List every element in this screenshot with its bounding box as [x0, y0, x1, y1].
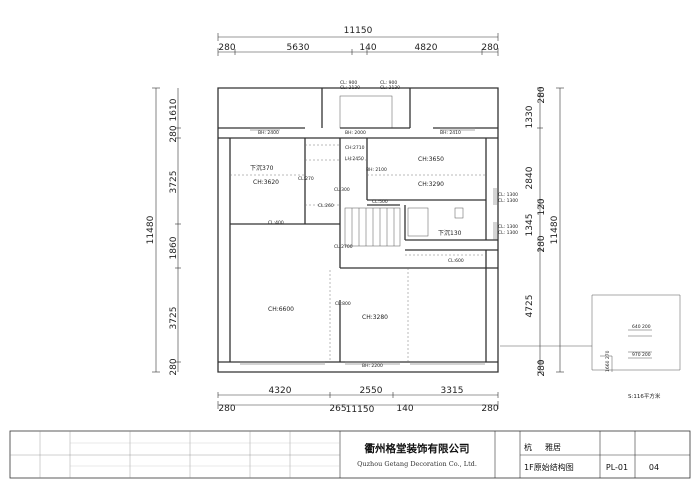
bottom-dimension-chain: 4320 2550 3315 11150 280 265 140 280	[217, 386, 499, 415]
right-dim-3: 2840	[525, 166, 535, 189]
beam-note-m11: CL:800	[335, 301, 351, 307]
beam-note-m8: CL:2700	[334, 244, 353, 250]
room-3-ceiling: CH:3290	[418, 181, 444, 188]
right-dim-7: 4725	[525, 295, 535, 318]
beam-note-m2: LH:2450	[345, 156, 364, 162]
beam-note-m4: CL:270	[298, 176, 314, 182]
beam-note-m1: CH:2710	[345, 145, 365, 151]
bottom-sub-2: 265	[329, 404, 346, 414]
plan-walls	[217, 87, 499, 373]
project-name: 杭	[524, 442, 532, 452]
bottom-dim-1: 4320	[269, 386, 292, 396]
room-1-sunken: 下沉370	[250, 164, 274, 172]
right-dim-5: 1345	[525, 214, 535, 237]
beam-note-r1b: CL: 1300	[498, 198, 518, 204]
title-block: 衢州格堂装饰有限公司 Quzhou Getang Decoration Co.,…	[9, 430, 691, 479]
beam-note-top4b: CL: 2130	[340, 85, 360, 91]
drawing-title: 1F原始结构图	[524, 462, 574, 472]
room-labels: 下沉370 CH:3620 CH:3650 CH:3290 下沉130 CH:6…	[250, 156, 462, 321]
top-dim-5: 280	[481, 43, 498, 53]
beam-note-m3: BH: 2100	[366, 167, 387, 173]
left-dimension-chain: 11480 1610 280 3725 1860 3725 280	[146, 87, 181, 376]
beam-note-m9: CL:400	[268, 220, 284, 226]
room-5-ceiling: CH:6600	[268, 306, 294, 313]
right-dim-6: 280	[537, 235, 547, 252]
left-dim-3: 3725	[169, 171, 179, 194]
company-name-en: Quzhou Getang Decoration Co., Ltd.	[357, 460, 477, 468]
left-dim-6: 280	[169, 358, 179, 375]
left-dim-5: 3725	[169, 307, 179, 330]
detail-w2: 970 200	[632, 352, 651, 358]
right-dim-2: 1330	[525, 105, 535, 128]
beam-note-r2: CL: 1300	[498, 224, 518, 230]
drawing-number: PL-01	[606, 463, 628, 472]
top-dim-2: 5630	[287, 43, 310, 53]
beam-note-bottom: BH: 2200	[362, 363, 383, 369]
bottom-sub-3: 140	[396, 404, 413, 414]
bottom-dim-2: 2550	[360, 386, 383, 396]
project-suffix: 雅居	[545, 442, 561, 452]
detail-v1: 1660 270	[605, 350, 611, 372]
right-dimension-chain: 280 1330 2840 120 1345 280 4725 280 1148…	[525, 86, 564, 377]
room-1-ceiling: CH:3620	[253, 179, 279, 186]
beam-note-m7: CL:500	[372, 199, 388, 205]
beam-note-top5b: CL: 2130	[380, 85, 400, 91]
company-name-cn: 衢州格堂装饰有限公司	[365, 442, 470, 455]
beam-note-top4: CL: 900	[340, 80, 357, 86]
right-dim-4: 120	[537, 198, 547, 215]
top-overall-dim: 11150	[344, 26, 373, 36]
room-6-ceiling: CH:3280	[362, 314, 388, 321]
room-2-ceiling: CH:3650	[418, 156, 444, 163]
area-label: S:116平方米	[628, 392, 661, 400]
beam-note-r2b: CL: 1300	[498, 230, 518, 236]
bottom-overall-dim: 11150	[346, 405, 375, 415]
bottom-dim-3: 3315	[441, 386, 464, 396]
beam-note-r1: CL: 1300	[498, 192, 518, 198]
top-dim-4: 4820	[415, 43, 438, 53]
left-dim-4: 1860	[169, 236, 179, 259]
top-dim-3: 140	[359, 43, 376, 53]
beam-note-top2: BH: 2000	[345, 130, 366, 136]
room-4-sunken: 下沉130	[438, 229, 462, 237]
beam-note-top1: BH: 2400	[258, 130, 279, 136]
bottom-sub-1: 280	[218, 404, 235, 414]
bottom-sub-4: 280	[481, 404, 498, 414]
left-dim-2: 280	[169, 125, 179, 142]
detail-w1: 640 200	[632, 324, 651, 330]
sheet-number: 04	[649, 463, 659, 472]
beam-note-m6: CL:260	[318, 203, 334, 209]
left-dim-1: 1610	[169, 98, 179, 121]
beam-note-top5: CL: 900	[380, 80, 397, 86]
beam-notes: BH: 2400 BH: 2000 BH: 2410 CL: 900 CL: 2…	[258, 80, 518, 369]
right-dim-1: 280	[537, 86, 547, 103]
top-dim-1: 280	[218, 43, 235, 53]
right-dim-8: 280	[537, 359, 547, 376]
right-overall-dim: 11480	[550, 215, 560, 244]
side-detail: 640 200 970 200 1660 270	[500, 294, 681, 372]
top-dimension-chain: 11150 280 5630 140 4820 280	[217, 26, 499, 56]
beam-note-top3: BH: 2410	[440, 130, 461, 136]
beam-note-m10: CL:600	[448, 258, 464, 264]
beam-note-m5: CL:300	[334, 187, 350, 193]
left-overall-dim: 11480	[146, 215, 156, 244]
